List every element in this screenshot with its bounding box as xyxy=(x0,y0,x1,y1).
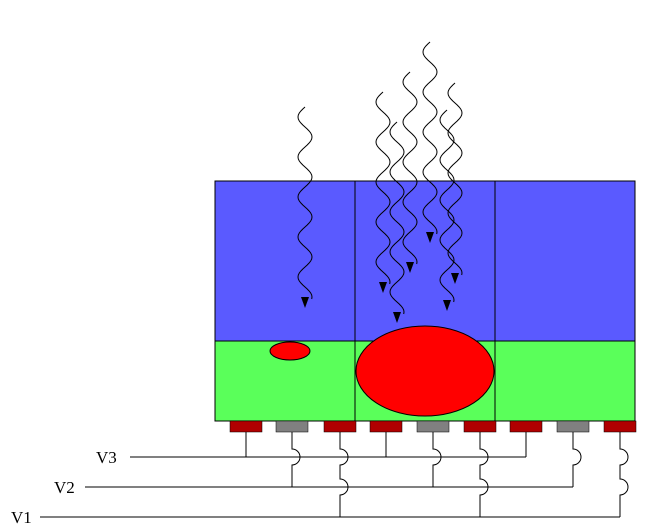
photon-wave xyxy=(389,121,405,315)
photon-wave xyxy=(402,71,418,265)
arrowhead-icon xyxy=(426,232,434,243)
arrowhead-icon xyxy=(393,312,401,323)
photon-wave xyxy=(447,82,463,276)
photon-wave xyxy=(297,106,313,300)
electrode-wire xyxy=(291,432,301,487)
arrowhead-icon xyxy=(451,273,459,284)
photon-wave xyxy=(375,91,391,285)
photon-wave xyxy=(422,41,438,235)
v2-label: V2 xyxy=(54,478,75,497)
photon-arrow xyxy=(375,91,391,293)
electrode-wire xyxy=(339,432,349,517)
photon-arrows xyxy=(297,41,463,323)
active-electrode xyxy=(463,420,497,433)
v3-label: V3 xyxy=(96,448,117,467)
photon-arrow xyxy=(439,109,455,311)
gray-electrode xyxy=(275,420,309,433)
electrode-wire xyxy=(432,432,442,487)
large-charge-packet xyxy=(355,325,495,417)
gray-electrode xyxy=(556,420,590,433)
photon-arrow xyxy=(422,41,438,243)
upper-layer xyxy=(214,180,636,342)
photon-arrow xyxy=(447,82,463,284)
small-charge-packet xyxy=(269,341,311,361)
active-electrode xyxy=(509,420,543,433)
photon-arrow xyxy=(389,121,405,323)
photon-arrow xyxy=(402,71,418,273)
active-electrode xyxy=(603,420,637,433)
electrode-wire xyxy=(572,432,582,487)
arrowhead-icon xyxy=(301,297,309,308)
clock-wiring xyxy=(40,432,629,518)
arrowhead-icon xyxy=(379,282,387,293)
photon-arrow xyxy=(297,106,313,308)
gray-electrode xyxy=(416,420,450,433)
electrode-wire xyxy=(619,432,629,517)
active-electrode xyxy=(323,420,357,433)
photon-wave xyxy=(439,109,455,303)
active-electrode xyxy=(369,420,403,433)
active-electrode xyxy=(229,420,263,433)
electrode-wire xyxy=(479,432,489,517)
arrowhead-icon xyxy=(443,300,451,311)
electrode-array xyxy=(229,420,637,433)
arrowhead-icon xyxy=(406,262,414,273)
v1-label: V1 xyxy=(11,508,32,527)
